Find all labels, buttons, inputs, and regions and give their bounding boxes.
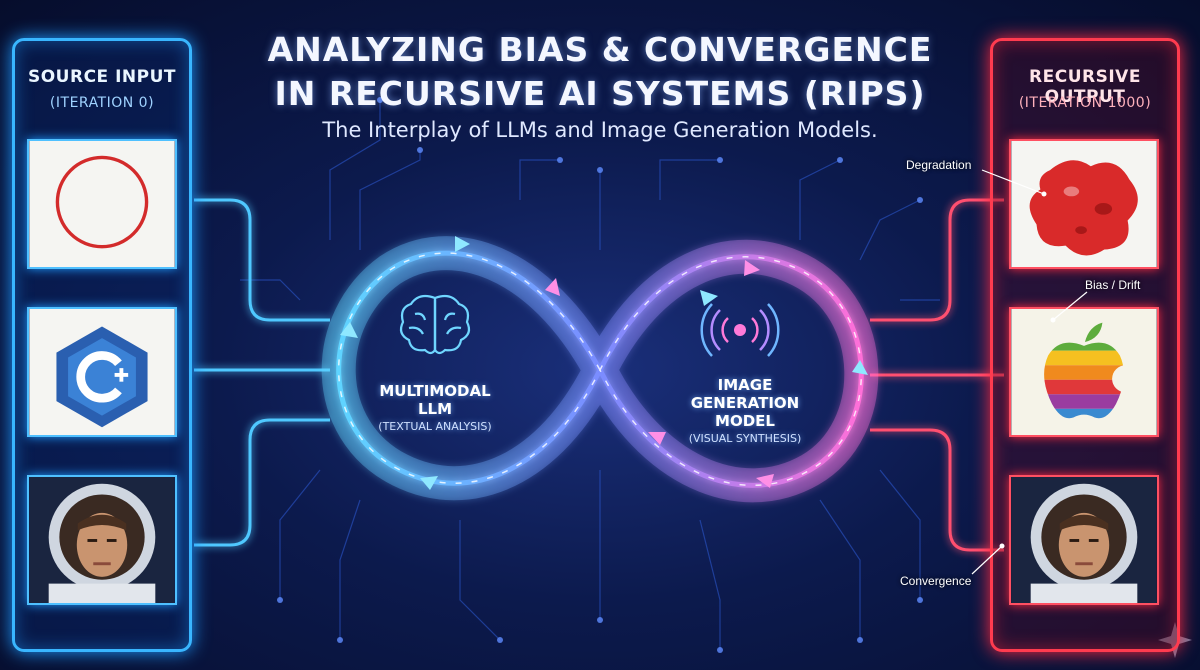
page-title-line1: ANALYZING BIAS & CONVERGENCE: [230, 30, 970, 69]
llm-title: MULTIMODAL LLM: [360, 382, 510, 418]
annotation-convergence: Convergence: [900, 574, 971, 588]
source-c-plus-logo: [27, 307, 177, 437]
imagegen-subtitle: (VISUAL SYNTHESIS): [665, 432, 825, 445]
bias-pointer: [1045, 290, 1090, 326]
output-red-blob: [1009, 139, 1159, 269]
imagegen-title-line2: MODEL: [665, 412, 825, 430]
output-rainbow-apple-logo: [1009, 307, 1159, 437]
imagegen-title-line1: IMAGE GENERATION: [665, 376, 825, 412]
panel-title: SOURCE INPUT: [15, 67, 189, 87]
annotation-bias-drift: Bias / Drift: [1085, 278, 1140, 292]
brain-icon: [395, 290, 475, 360]
annotation-degradation: Degradation: [906, 158, 971, 172]
source-astronaut-portrait: [27, 475, 177, 605]
page-subtitle: The Interplay of LLMs and Image Generati…: [230, 118, 970, 142]
source-red-circle: [27, 139, 177, 269]
signal-waves-icon: [700, 300, 780, 360]
recursive-output-panel: RECURSIVE OUTPUT (ITERATION 1000): [990, 38, 1180, 652]
panel-subtitle: (ITERATION 0): [15, 95, 189, 111]
imagegen-node-label: IMAGE GENERATION MODEL (VISUAL SYNTHESIS…: [665, 376, 825, 445]
degradation-pointer: [980, 168, 1050, 198]
llm-subtitle: (TEXTUAL ANALYSIS): [360, 420, 510, 433]
output-astronaut-portrait: [1009, 475, 1159, 605]
panel-subtitle: (ITERATION 1000): [993, 95, 1177, 111]
page-title-line2: IN RECURSIVE AI SYSTEMS (RIPS): [230, 74, 970, 113]
source-input-panel: SOURCE INPUT (ITERATION 0): [12, 38, 192, 652]
llm-node-label: MULTIMODAL LLM (TEXTUAL ANALYSIS): [360, 382, 510, 433]
convergence-pointer: [968, 540, 1008, 578]
